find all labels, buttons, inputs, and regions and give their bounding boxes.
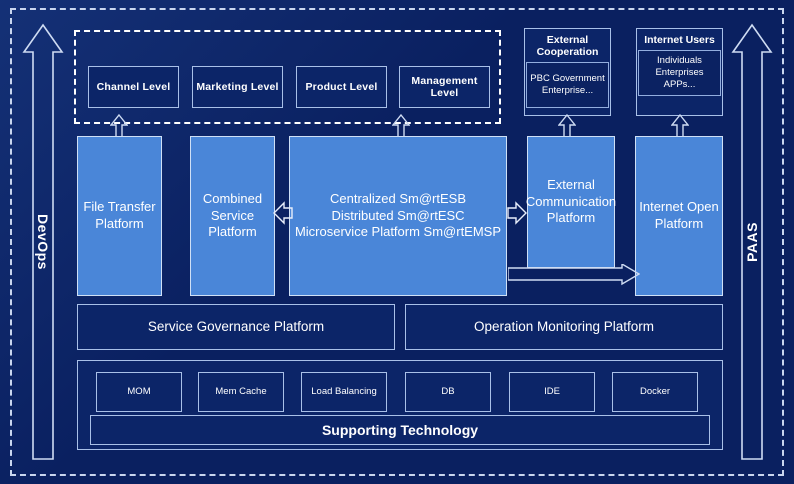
up-arrow-icon [671,114,689,138]
governance-label: Service Governance Platform [147,319,325,335]
tech-box-ide[interactable]: IDE [509,372,595,412]
governance-label: Operation Monitoring Platform [473,319,655,335]
internet-users-title: Internet Users [644,34,715,46]
tech-label: Docker [639,386,671,398]
platform-label: Internet Open Platform [639,199,719,231]
level-box-channel[interactable]: Channel Level [88,66,179,108]
tech-box-db[interactable]: DB [405,372,491,412]
external-cooperation-title: External Cooperation [536,34,599,59]
internet-users-members: Individuals Enterprises APPs... [638,50,721,97]
tech-box-docker[interactable]: Docker [612,372,698,412]
supporting-technology-bar[interactable]: Supporting Technology [90,415,710,445]
up-arrow-icon [392,114,410,138]
paas-band: PAAS [731,22,773,462]
arrow-right-icon [507,200,527,226]
platform-internet-open[interactable]: Internet Open Platform [635,136,723,296]
arrow-left-icon [273,200,293,226]
platform-file-transfer[interactable]: File Transfer Platform [77,136,162,296]
platform-combined-service[interactable]: Combined Service Platform [190,136,275,296]
service-governance-platform[interactable]: Service Governance Platform [77,304,395,350]
arrow-to-internet-open-icon [508,264,640,286]
external-cooperation-members: PBC Government Enterprise... [526,62,609,109]
platform-label: File Transfer Platform [83,199,156,231]
tech-box-mom[interactable]: MOM [96,372,182,412]
tech-label: Load Balancing [311,386,377,398]
tech-label: Mem Cache [215,386,267,398]
paas-label: PAAS [744,222,760,262]
tech-label: MOM [127,386,151,398]
level-label: Product Level [305,80,378,93]
supporting-technology-label: Supporting Technology [321,421,479,438]
external-cooperation-group[interactable]: External Cooperation PBC Government Ente… [524,28,611,116]
level-box-product[interactable]: Product Level [296,66,387,108]
operation-monitoring-platform[interactable]: Operation Monitoring Platform [405,304,723,350]
outer-boundary [10,8,784,476]
platform-line-distributed: Distributed Sm@rtESC [331,207,465,223]
platform-line-centralized: Centralized Sm@rtESB [329,190,467,206]
business-levels-group [74,30,501,124]
tech-label: IDE [544,386,560,398]
devops-label: DevOps [35,214,51,270]
level-box-management[interactable]: Management Level [399,66,490,108]
platform-line-microservice: Microservice Platform Sm@rtEMSP [294,224,502,240]
platform-esb-core[interactable]: Centralized Sm@rtESB Distributed Sm@rtES… [289,136,507,296]
tech-box-mem-cache[interactable]: Mem Cache [198,372,284,412]
up-arrow-icon [110,114,128,138]
tech-label: DB [441,386,455,398]
up-arrow-icon [558,114,576,138]
level-label: Management Level [411,74,478,99]
platform-label: External Communication Platform [525,176,617,226]
tech-box-load-balancing[interactable]: Load Balancing [301,372,387,412]
platform-label: Combined Service Platform [202,190,263,240]
level-box-marketing[interactable]: Marketing Level [192,66,283,108]
level-label: Marketing Level [196,80,279,93]
platform-external-communication[interactable]: External Communication Platform [525,136,617,268]
level-label: Channel Level [96,80,171,93]
internet-users-group[interactable]: Internet Users Individuals Enterprises A… [636,28,723,116]
devops-band: DevOps [22,22,64,462]
